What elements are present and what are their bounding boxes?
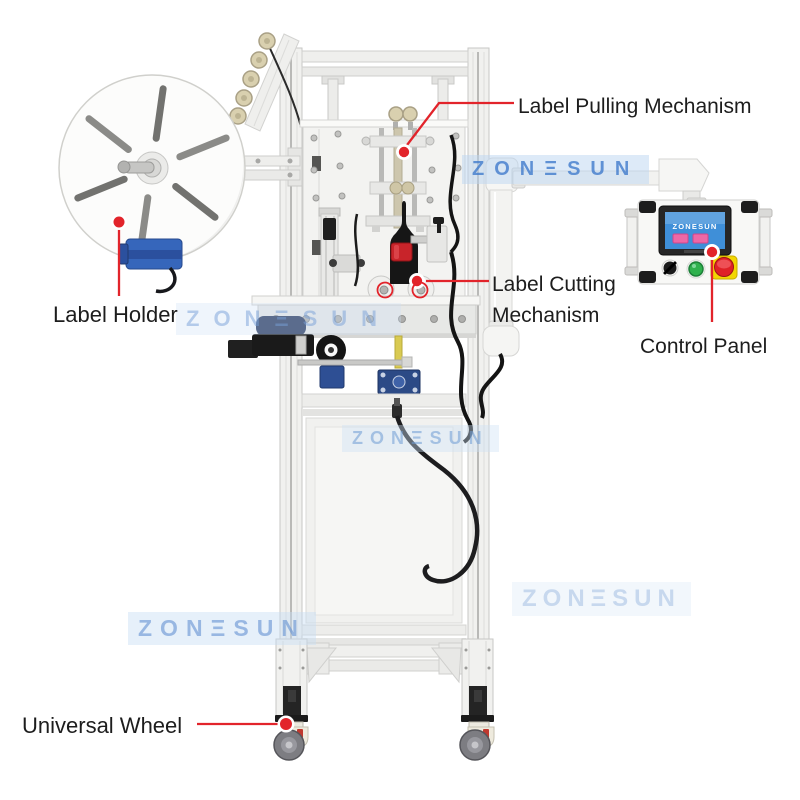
label-holder-assembly xyxy=(58,74,303,294)
holder-motor xyxy=(118,238,183,294)
brand-watermark: ZONΞSUN xyxy=(512,582,691,616)
label-pulling-mechanism xyxy=(361,106,435,232)
brand-watermark: ZONΞSUN xyxy=(462,155,650,184)
roller-arm xyxy=(229,32,302,132)
guide-rollers xyxy=(229,32,276,125)
door-hinge xyxy=(312,156,321,171)
gearbox-motor xyxy=(377,369,421,395)
panel-handle-right xyxy=(759,211,771,273)
control-panel: ZONESUN xyxy=(624,199,773,285)
holder-callout-dot xyxy=(113,216,125,228)
door-hinge xyxy=(312,240,321,255)
pulling-callout-line xyxy=(403,101,514,150)
machine-base xyxy=(275,638,494,722)
control-callout-dot xyxy=(706,246,718,258)
control-panel-label: Control Panel xyxy=(640,335,768,358)
scale-ruler xyxy=(394,335,403,369)
labeling-head xyxy=(299,106,469,309)
brand-watermark: ZONΞSUN xyxy=(176,303,402,335)
disc-slots xyxy=(74,85,230,251)
brand-watermark: ZONΞSUN xyxy=(342,425,499,452)
screen-brand-text: ZONESUN xyxy=(672,222,717,231)
label-pulling-mechanism-label: Label Pulling Mechanism xyxy=(518,95,752,118)
cutting-callout-dot xyxy=(411,275,423,287)
cables xyxy=(353,134,504,584)
screw-highlight-ring xyxy=(411,281,429,299)
label-cutting-mechanism-label: Label Cutting Mechanism xyxy=(492,273,616,327)
wheel-callout-dot xyxy=(280,718,292,730)
screen-button[interactable] xyxy=(672,233,689,244)
front-leg-left xyxy=(275,638,308,722)
front-leg-right xyxy=(461,638,494,722)
panel-handle-left xyxy=(626,211,638,273)
caster-wheel-right xyxy=(459,721,495,761)
screw-highlight-ring xyxy=(376,281,394,299)
annotation-layer xyxy=(111,101,720,733)
lower-cabinet xyxy=(301,417,467,646)
label-holder-label: Label Holder xyxy=(53,302,178,327)
pulling-callout-dot xyxy=(398,146,410,158)
brand-watermark: ZONΞSUN xyxy=(128,612,316,645)
screen-button[interactable] xyxy=(692,233,709,244)
universal-wheel-label: Universal Wheel xyxy=(22,713,183,738)
drive-assembly xyxy=(228,316,467,416)
label-web xyxy=(267,43,302,128)
start-button[interactable] xyxy=(688,261,704,277)
